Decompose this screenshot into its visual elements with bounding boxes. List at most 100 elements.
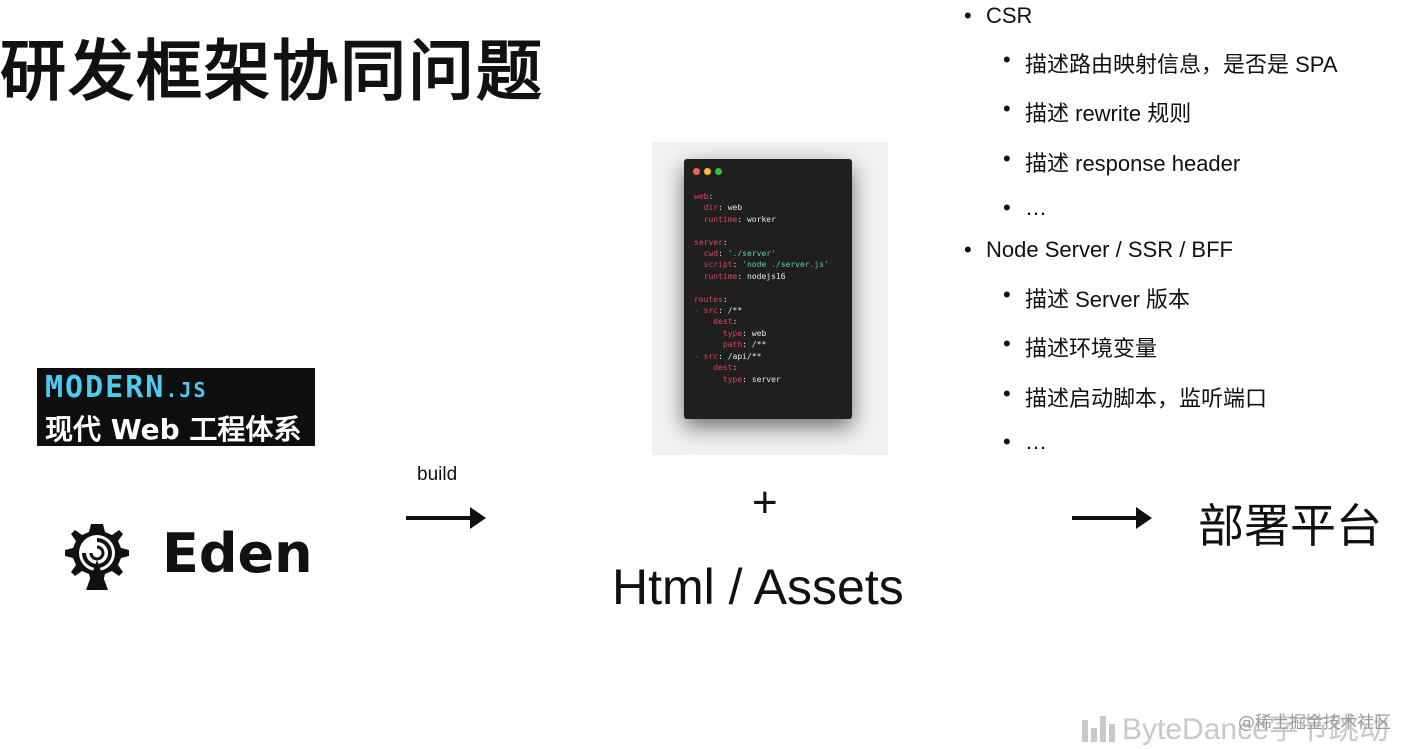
code-line: dest: xyxy=(694,316,829,327)
code-line: dest: xyxy=(694,362,829,373)
code-line: web: xyxy=(694,191,829,202)
code-token: dir xyxy=(694,203,719,213)
community-watermark: @稀土掘金技术社区 xyxy=(1238,713,1391,733)
code-line: routes: xyxy=(694,294,829,305)
code-token: : xyxy=(732,363,738,373)
bullet-icon: • xyxy=(1003,331,1011,356)
build-arrow-icon xyxy=(406,507,486,529)
deploy-platform-label: 部署平台 xyxy=(1198,499,1382,553)
list-subitem-text: 描述 rewrite 规则 xyxy=(1025,101,1192,126)
code-line: path: /** xyxy=(694,339,829,350)
deploy-arrow-icon xyxy=(1072,507,1152,529)
plus-sign: + xyxy=(752,478,778,527)
modernjs-logo-suffix: .JS xyxy=(165,378,208,402)
bullet-icon: • xyxy=(1003,381,1011,406)
list-subitem-text: … xyxy=(1025,429,1047,454)
code-token: : worker xyxy=(737,214,776,224)
list-subitem-text: 描述启动脚本，监听端口 xyxy=(1025,386,1268,411)
code-line: - src: /** xyxy=(694,305,829,316)
bullet-icon: • xyxy=(1003,429,1011,454)
code-token: routes xyxy=(694,294,723,304)
modernjs-logo: MODERN.JS xyxy=(45,370,208,405)
eden-gear-icon xyxy=(65,524,129,590)
code-token: type xyxy=(694,328,743,338)
code-token: runtime xyxy=(694,271,738,281)
eden-name: Eden xyxy=(162,522,313,585)
code-token: server xyxy=(694,237,723,247)
modernjs-logo-badge: MODERN.JS 现代 Web 工程体系 xyxy=(37,368,315,446)
code-token: type xyxy=(694,374,743,384)
bytedance-watermark-text: ByteDance字节跳动 xyxy=(1122,713,1389,746)
code-token: : xyxy=(732,317,738,327)
list-item-text: Node Server / SSR / BFF xyxy=(986,237,1233,262)
window-close-dot-icon xyxy=(693,168,700,175)
code-token: : /** xyxy=(742,340,767,350)
code-line: runtime: nodejs16 xyxy=(694,271,829,282)
list-item-node-server: • Node Server / SSR / BFF xyxy=(964,237,1233,263)
output-label: Html / Assets xyxy=(612,559,904,615)
code-token: cwd xyxy=(694,249,719,259)
bullet-icon: • xyxy=(1003,282,1011,307)
code-token: : web xyxy=(742,328,767,338)
code-line: type: server xyxy=(694,374,829,385)
page-title: 研发框架协同问题 xyxy=(0,33,544,110)
code-line: script: 'node ./server.js' xyxy=(694,259,829,270)
window-maximize-dot-icon xyxy=(715,168,722,175)
modernjs-logo-text: MODERN xyxy=(45,370,166,405)
bullet-icon: • xyxy=(964,237,972,262)
code-token: dest xyxy=(694,317,733,327)
code-token: - src xyxy=(694,351,719,361)
list-item-csr: • CSR xyxy=(964,3,1033,29)
code-token: : /** xyxy=(718,306,743,316)
bullet-icon: • xyxy=(1003,146,1011,171)
bullet-icon: • xyxy=(1003,195,1011,220)
code-token: web xyxy=(694,192,709,201)
list-subitem: • 描述 Server 版本 xyxy=(1003,282,1191,314)
code-line: server: xyxy=(694,237,829,248)
list-subitem: •… xyxy=(1003,429,1047,455)
code-token: script xyxy=(694,260,733,270)
build-label: build xyxy=(417,464,458,485)
code-token: 'node ./server.js' xyxy=(742,260,829,270)
code-token: : server xyxy=(742,374,781,384)
list-subitem: • 描述启动脚本，监听端口 xyxy=(1003,381,1268,413)
code-line: runtime: worker xyxy=(694,214,829,225)
code-line: type: web xyxy=(694,328,829,339)
code-token: : xyxy=(722,237,728,247)
bytedance-logo-icon xyxy=(1082,716,1115,742)
bullet-icon: • xyxy=(1003,47,1011,72)
list-subitem-text: 描述环境变量 xyxy=(1025,336,1158,361)
bullet-icon: • xyxy=(964,3,972,28)
code-token: : web xyxy=(718,203,743,213)
code-line: - src: /api/** xyxy=(694,351,829,362)
code-line: cwd: './server' xyxy=(694,248,829,259)
list-subitem-text: … xyxy=(1025,195,1047,220)
config-code-window: web: dir: web runtime: worker server: cw… xyxy=(684,159,852,419)
code-token: : xyxy=(718,249,728,259)
code-token: : xyxy=(722,294,728,304)
window-minimize-dot-icon xyxy=(704,168,711,175)
code-token: path xyxy=(694,340,743,350)
list-subitem-text: 描述 Server 版本 xyxy=(1025,287,1191,312)
code-token: './server' xyxy=(727,249,776,259)
list-subitem: • 描述 response header xyxy=(1003,146,1241,178)
code-line xyxy=(694,225,829,236)
list-subitem: •… xyxy=(1003,195,1047,221)
list-subitem-text: 描述 response header xyxy=(1025,151,1241,176)
code-token: : nodejs16 xyxy=(737,271,786,281)
config-code-block: web: dir: web runtime: worker server: cw… xyxy=(694,191,829,385)
list-subitem-text: 描述路由映射信息，是否是 SPA xyxy=(1025,52,1338,77)
list-subitem: • 描述 rewrite 规则 xyxy=(1003,96,1192,128)
code-token: : /api/** xyxy=(718,351,762,361)
modernjs-subtitle: 现代 Web 工程体系 xyxy=(45,413,302,446)
code-token: : xyxy=(732,260,743,270)
code-token: runtime xyxy=(694,214,738,224)
list-subitem: • 描述环境变量 xyxy=(1003,331,1158,363)
code-token: : xyxy=(708,192,714,201)
bullet-icon: • xyxy=(1003,96,1011,121)
code-line xyxy=(694,282,829,293)
code-token: dest xyxy=(694,363,733,373)
list-subitem: • 描述路由映射信息，是否是 SPA xyxy=(1003,47,1338,79)
code-line: dir: web xyxy=(694,202,829,213)
list-item-text: CSR xyxy=(986,3,1033,28)
